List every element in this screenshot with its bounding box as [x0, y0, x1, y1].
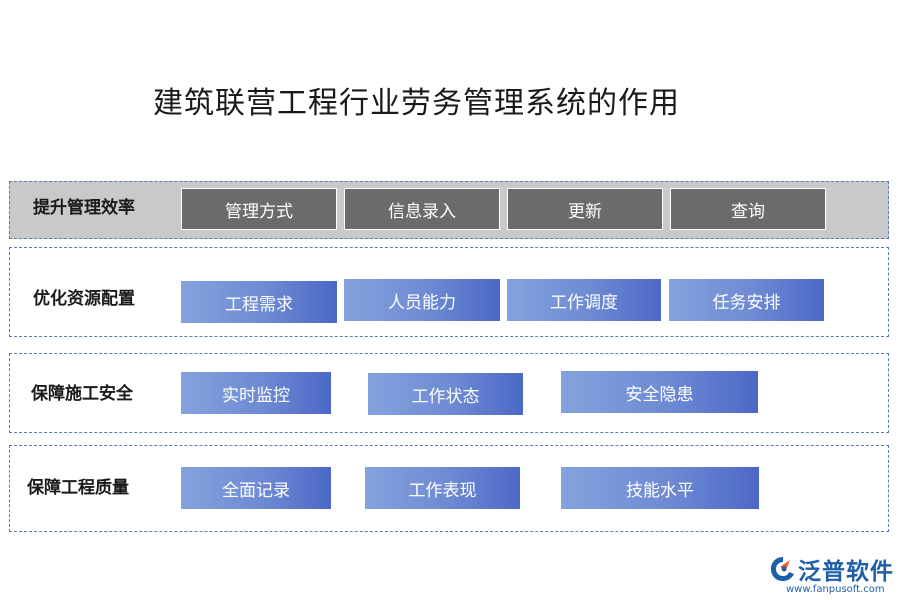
row-ensure-safety: 保障施工安全 实时监控 工作状态 安全隐患	[9, 353, 889, 433]
row-improve-efficiency: 提升管理效率 管理方式 信息录入 更新 查询	[9, 181, 889, 239]
item-box: 更新	[507, 188, 663, 230]
item-box: 任务安排	[669, 279, 824, 321]
item-box: 工作调度	[507, 279, 661, 321]
row-ensure-quality: 保障工程质量 全面记录 工作表现 技能水平	[9, 445, 889, 532]
diagram-title: 建筑联营工程行业劳务管理系统的作用	[153, 86, 680, 121]
row-label: 保障工程质量	[27, 478, 129, 498]
logo-name: 泛普软件	[798, 559, 894, 585]
brand-logo: 泛普软件 www.fanpusoft.com	[768, 552, 894, 598]
item-box: 工作状态	[368, 373, 523, 415]
fanpu-logo-icon	[771, 557, 794, 581]
item-box: 信息录入	[344, 188, 500, 230]
row-optimize-resources: 优化资源配置 工程需求 人员能力 工作调度 任务安排	[9, 247, 889, 337]
logo-url: www.fanpusoft.com	[786, 584, 885, 595]
item-box: 技能水平	[561, 467, 759, 509]
item-box: 查询	[670, 188, 826, 230]
item-box: 人员能力	[344, 279, 500, 321]
row-label: 优化资源配置	[33, 289, 135, 309]
item-box: 实时监控	[181, 372, 331, 414]
item-box: 工程需求	[181, 281, 337, 323]
item-box: 工作表现	[365, 467, 520, 509]
row-label: 提升管理效率	[33, 198, 135, 218]
item-box: 安全隐患	[561, 371, 758, 413]
row-label: 保障施工安全	[31, 384, 133, 404]
item-box: 管理方式	[181, 188, 337, 230]
item-box: 全面记录	[181, 467, 331, 509]
